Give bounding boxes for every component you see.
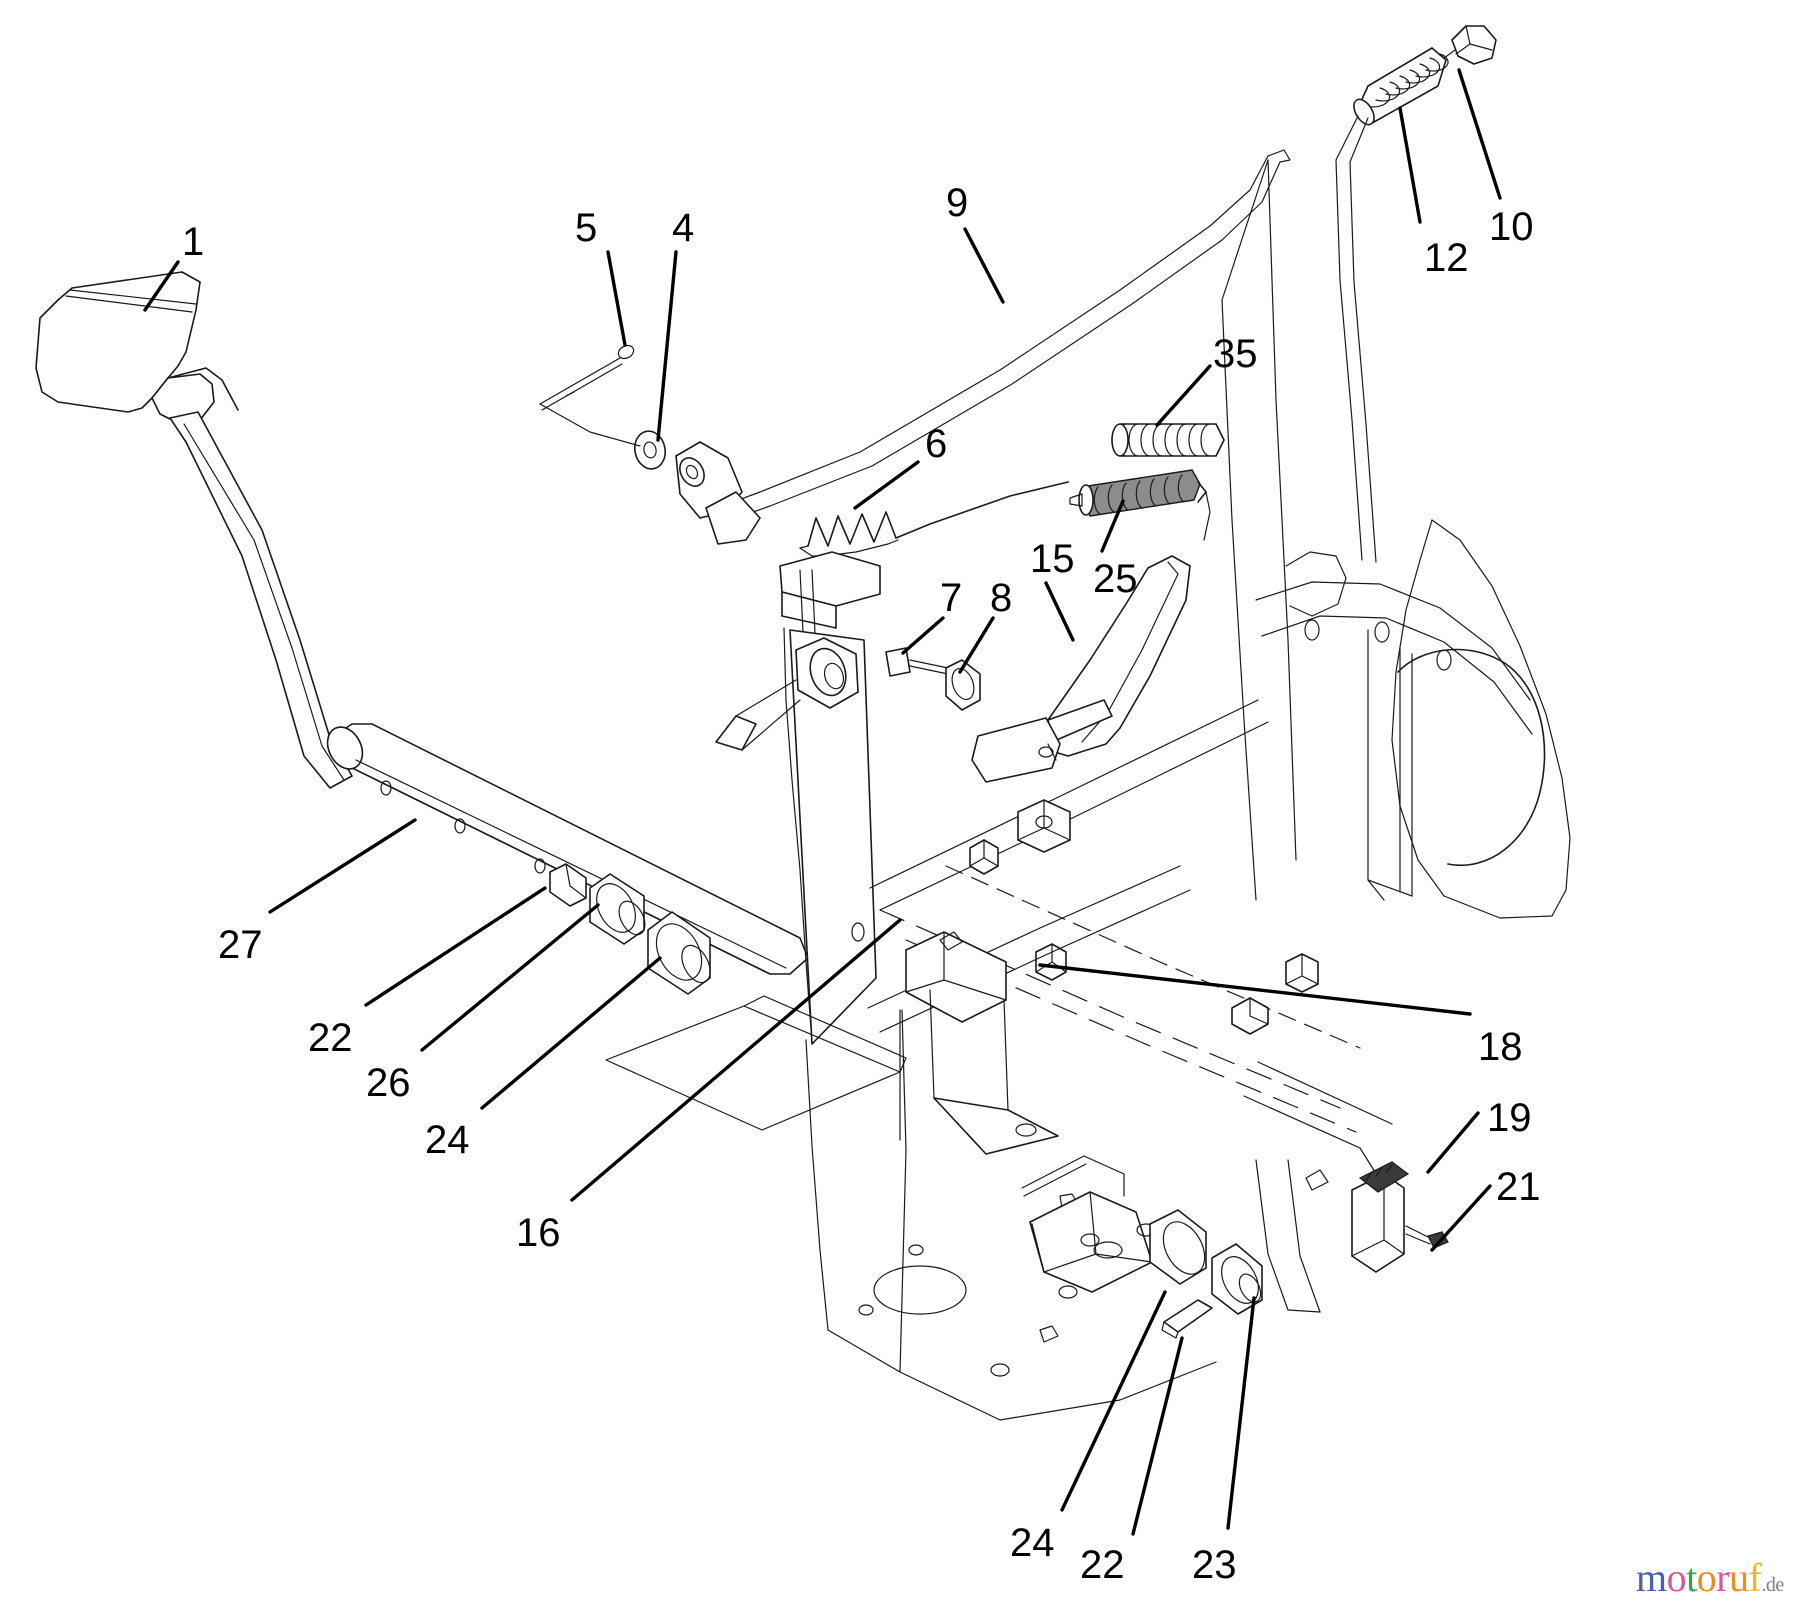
- wm-suffix: .de: [1761, 1574, 1784, 1596]
- park-brake-lever-15: [971, 555, 1191, 783]
- motoruf-watermark: motoruf.de: [1636, 1556, 1796, 1602]
- wm-letter-r: r: [1716, 1555, 1730, 1600]
- wm-letter-f: f: [1748, 1555, 1762, 1600]
- callout-9: 9: [946, 181, 969, 225]
- bushing-stack-bottom: [1149, 1209, 1263, 1339]
- callout-8: 8: [990, 576, 1013, 620]
- spring-25: [1069, 469, 1211, 541]
- callout-24: 24: [425, 1118, 470, 1162]
- brake-rod-9: [675, 149, 1291, 545]
- bushing-stack-left: [549, 863, 711, 995]
- wm-letter-m: m: [1636, 1555, 1667, 1600]
- callout-5: 5: [575, 206, 598, 250]
- wm-letter-u: u: [1729, 1555, 1749, 1600]
- tractor-frame: [605, 159, 1571, 1421]
- callout-6: 6: [925, 422, 948, 466]
- callout-27: 27: [218, 923, 263, 967]
- bolt-7-spacer-8: [885, 647, 981, 711]
- callout-12: 12: [1424, 236, 1469, 280]
- pedal-mount-plate: [715, 627, 877, 1045]
- callout-21: 21: [1496, 1165, 1541, 1209]
- damper-19: [1351, 1161, 1449, 1273]
- wm-letter-t: t: [1686, 1555, 1697, 1600]
- spring-35: [1111, 423, 1225, 457]
- spring-12-nut-10: [1335, 25, 1497, 563]
- callout-10: 10: [1489, 205, 1534, 249]
- callout-19: 19: [1487, 1096, 1532, 1140]
- callout-15: 15: [1030, 537, 1075, 581]
- callout-26: 26: [366, 1061, 411, 1105]
- callout-22b: 22: [1080, 1543, 1125, 1587]
- leader-lines: [143, 68, 1502, 1536]
- wm-letter-o1: o: [1666, 1555, 1687, 1600]
- callout-16: 16: [516, 1211, 561, 1255]
- callout-24b: 24: [1010, 1521, 1055, 1565]
- wm-letter-o2: o: [1696, 1555, 1717, 1600]
- callout-4: 4: [672, 206, 695, 250]
- pedal-assembly: [35, 271, 809, 975]
- spring-6: [779, 481, 1069, 655]
- callout-7: 7: [940, 576, 963, 620]
- callout-22: 22: [308, 1016, 353, 1060]
- callout-23: 23: [1192, 1543, 1237, 1587]
- callout-1: 1: [182, 220, 205, 264]
- callout-18: 18: [1478, 1025, 1523, 1069]
- washer-and-pin: [539, 344, 666, 470]
- callout-25: 25: [1093, 557, 1138, 601]
- callout-35: 35: [1213, 332, 1258, 376]
